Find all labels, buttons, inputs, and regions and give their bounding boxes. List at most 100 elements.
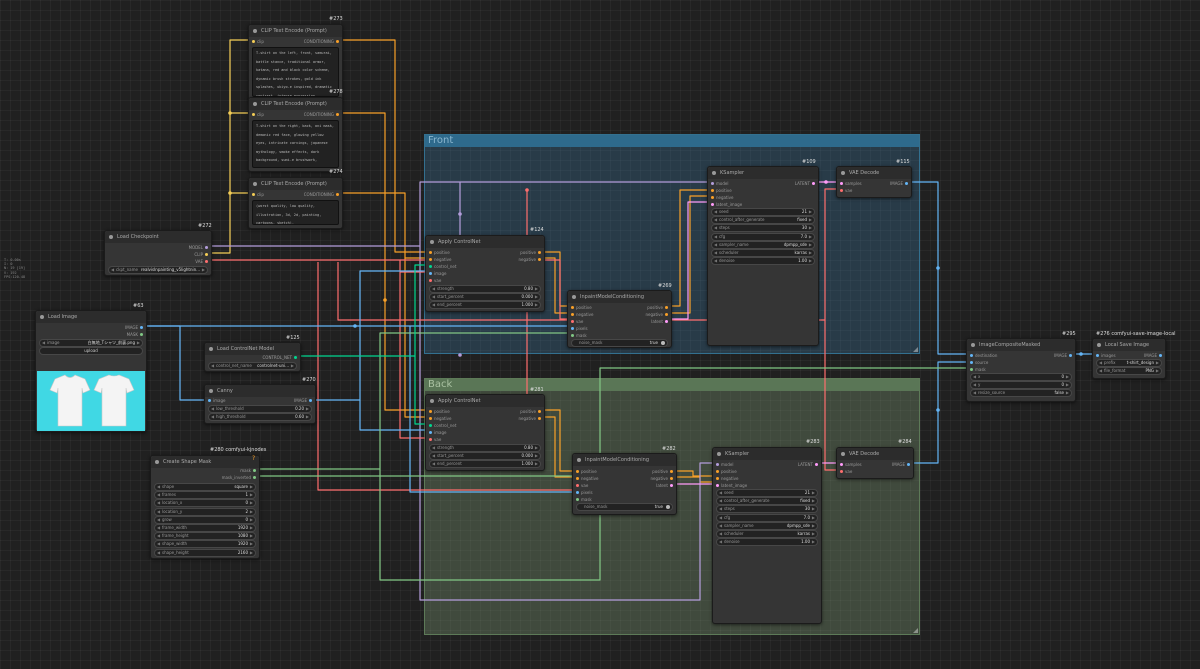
output-positive[interactable]: positive — [652, 469, 673, 474]
output-latent[interactable]: LATENT — [795, 181, 816, 186]
arrow-right-icon[interactable]: ▶ — [808, 250, 812, 255]
output-clip[interactable]: CLIP — [194, 252, 208, 257]
arrow-left-icon[interactable]: ◀ — [157, 516, 161, 522]
input-vae[interactable]: vae — [429, 278, 441, 283]
node-vae-decode-284[interactable]: VAE Decode samples vae IMAGE — [836, 447, 914, 479]
input-negative[interactable]: negative — [571, 312, 594, 317]
input-mask[interactable]: mask — [970, 367, 986, 372]
input-positive[interactable]: positive — [429, 250, 450, 255]
arrow-right-icon[interactable]: ▶ — [534, 445, 538, 450]
arrow-left-icon[interactable]: ◀ — [157, 508, 161, 514]
node-apply-controlnet-124[interactable]: Apply ControlNet positive negative contr… — [425, 235, 545, 312]
arrow-right-icon[interactable]: ▶ — [249, 508, 253, 514]
arrow-right-icon[interactable]: ▶ — [249, 500, 253, 506]
input-positive[interactable]: positive — [576, 469, 597, 474]
arrow-left-icon[interactable]: ◀ — [714, 241, 718, 247]
input-image[interactable]: image — [208, 398, 225, 403]
input-control-net[interactable]: control_net — [429, 264, 456, 269]
image-file-combo[interactable]: ◀ image 白無地_Tシャツ_前裏.png ▶ — [39, 339, 143, 347]
node-ksampler-109[interactable]: KSampler model positive negative latent_… — [707, 166, 819, 346]
low-threshold-slider[interactable]: ◀ low_threshold 0.20 ▶ — [208, 405, 312, 413]
input-positive[interactable]: positive — [429, 409, 450, 414]
input-latent-image[interactable]: latent_image — [711, 202, 742, 207]
output-positive[interactable]: positive — [520, 250, 541, 255]
input-positive[interactable]: positive — [716, 469, 737, 474]
node-title[interactable]: Apply ControlNet — [426, 236, 544, 248]
arrow-left-icon[interactable]: ◀ — [714, 258, 718, 264]
output-image[interactable]: IMAGE — [892, 462, 910, 467]
input-negative[interactable]: negative — [711, 195, 734, 200]
group-resize-handle[interactable] — [913, 628, 918, 633]
arrow-right-icon[interactable]: ▶ — [808, 258, 812, 264]
input-samples[interactable]: samples — [840, 462, 862, 467]
arrow-right-icon[interactable]: ▶ — [808, 225, 812, 231]
arrow-right-icon[interactable]: ▶ — [811, 539, 815, 545]
toggle-knob[interactable] — [661, 341, 665, 345]
node-title[interactable]: VAE Decode — [837, 448, 913, 460]
arrow-left-icon[interactable]: ◀ — [1099, 360, 1103, 365]
node-title[interactable]: Apply ControlNet — [426, 395, 544, 407]
arrow-left-icon[interactable]: ◀ — [111, 267, 115, 272]
arrow-left-icon[interactable]: ◀ — [719, 539, 723, 545]
input-negative[interactable]: negative — [716, 476, 739, 481]
arrow-right-icon[interactable]: ▶ — [534, 286, 538, 291]
input-image[interactable]: image — [429, 271, 446, 276]
input-model[interactable]: model — [716, 462, 733, 467]
node-title[interactable]: Create Shape Mask — [151, 456, 259, 468]
group-front-title[interactable]: Front — [425, 135, 919, 147]
group-resize-handle[interactable] — [913, 347, 918, 352]
arrow-left-icon[interactable]: ◀ — [157, 500, 161, 506]
ckpt-name-combo[interactable]: ◀ ckpt_name realvisInpainting_v5lightnin… — [108, 266, 208, 274]
node-ksampler-283[interactable]: KSampler model positive negative latent_… — [712, 447, 822, 624]
output-negative[interactable]: negative — [646, 312, 669, 317]
arrow-left-icon[interactable]: ◀ — [432, 445, 436, 450]
arrow-left-icon[interactable]: ◀ — [719, 490, 723, 495]
arrow-right-icon[interactable]: ▶ — [811, 490, 815, 495]
arrow-left-icon[interactable]: ◀ — [973, 382, 977, 388]
high-threshold-slider[interactable]: ◀ high_threshold 0.60 ▶ — [208, 413, 312, 421]
output-conditioning[interactable]: CONDITIONING — [304, 112, 340, 117]
input-vae[interactable]: vae — [571, 319, 583, 324]
arrow-left-icon[interactable]: ◀ — [432, 294, 436, 300]
input-clip[interactable]: clip — [252, 112, 264, 117]
input-negative[interactable]: negative — [429, 416, 452, 421]
node-vae-decode-115[interactable]: VAE Decode samples vae IMAGE — [836, 166, 912, 198]
arrow-left-icon[interactable]: ◀ — [714, 217, 718, 223]
node-title[interactable]: CLIP Text Encode (Prompt) — [249, 25, 342, 37]
node-load-controlnet-model[interactable]: Load ControlNet Model CONTROL_NET ◀ cont… — [204, 342, 301, 372]
node-inpaint-model-conditioning-282[interactable]: InpaintModelConditioning positive negati… — [572, 453, 677, 515]
arrow-right-icon[interactable]: ▶ — [534, 453, 538, 459]
arrow-right-icon[interactable]: ▶ — [201, 267, 205, 272]
node-image-composite-masked[interactable]: ImageCompositeMasked destination source … — [966, 338, 1076, 402]
arrow-right-icon[interactable]: ▶ — [249, 492, 253, 498]
prompt-textarea[interactable]: T-shirt on the left, front, samurai, bat… — [252, 47, 339, 97]
node-title[interactable]: KSampler — [708, 167, 818, 179]
arrow-right-icon[interactable]: ▶ — [290, 363, 294, 368]
input-control-net[interactable]: control_net — [429, 423, 456, 428]
toggle-knob[interactable] — [666, 505, 670, 509]
output-positive[interactable]: positive — [647, 305, 668, 310]
input-negative[interactable]: negative — [576, 476, 599, 481]
input-samples[interactable]: samples — [840, 181, 862, 186]
output-mask[interactable]: MASK — [127, 332, 144, 337]
arrow-right-icon[interactable]: ▶ — [249, 484, 253, 489]
noise-mask-toggle[interactable]: noise_mask true — [571, 339, 668, 347]
arrow-left-icon[interactable]: ◀ — [432, 453, 436, 459]
arrow-left-icon[interactable]: ◀ — [42, 340, 46, 345]
